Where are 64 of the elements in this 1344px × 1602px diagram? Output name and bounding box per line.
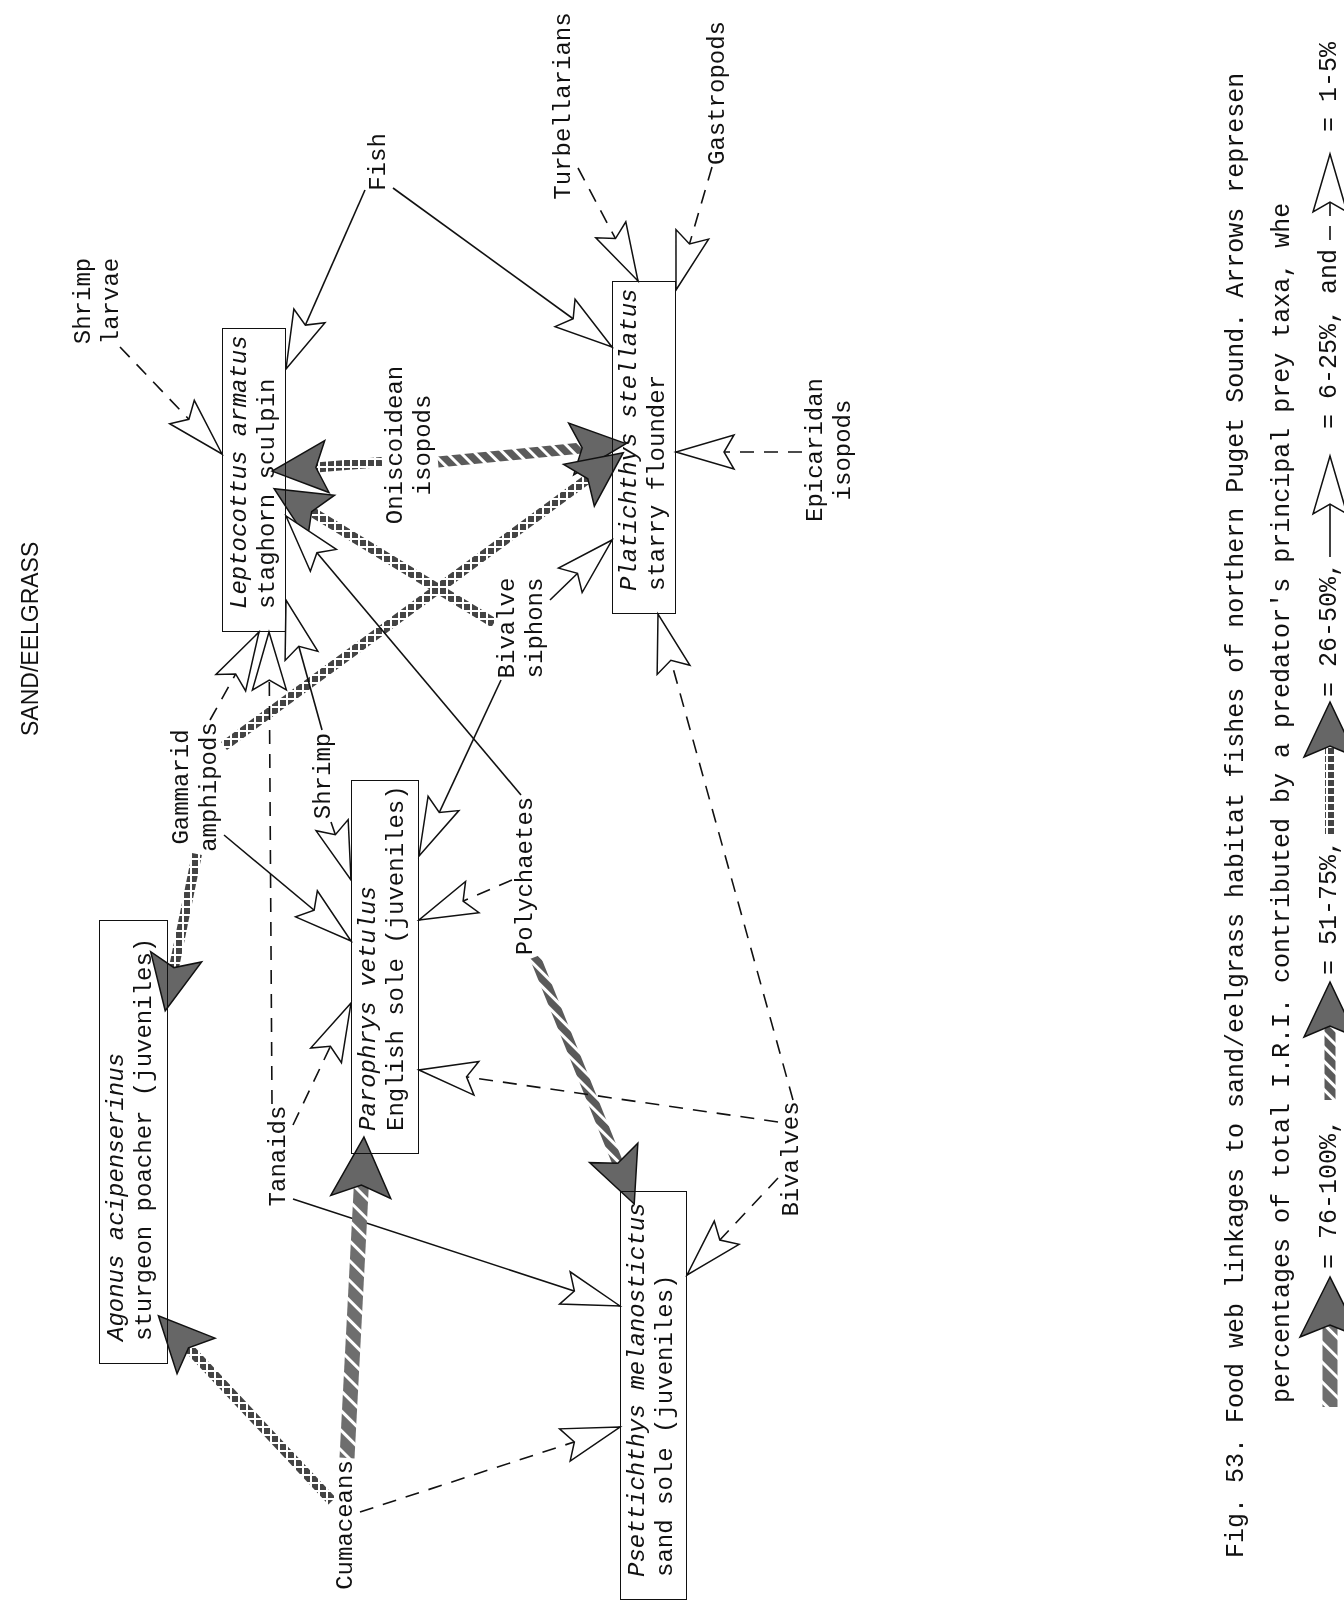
- arrow: [418, 679, 502, 857]
- common-name: sturgeon poacher (juveniles): [131, 936, 159, 1341]
- arrow: [271, 439, 383, 494]
- arrow: [549, 539, 613, 601]
- common-name: English sole (juveniles): [383, 785, 411, 1131]
- arrow: [221, 451, 625, 751]
- prey-label: Shrimp larvae: [70, 255, 126, 347]
- prey-label: Bivalve siphons: [494, 576, 550, 680]
- arrow: [315, 818, 352, 881]
- arrow: [209, 631, 260, 721]
- arrow: [686, 1177, 779, 1276]
- prey-label: Turbellarians: [550, 10, 578, 202]
- prey-label: Tanaids: [265, 1104, 293, 1208]
- arrow: [119, 346, 223, 455]
- arrow: [292, 1198, 621, 1307]
- arrow: [359, 1426, 621, 1513]
- scientific-name: Parophrys vetulus: [355, 885, 383, 1131]
- arrow: [285, 189, 366, 370]
- common-name: staghorn sculpin: [254, 377, 282, 609]
- arrow: [437, 422, 627, 476]
- arrow: [285, 515, 522, 796]
- prey-label: Gastropods: [704, 19, 732, 167]
- prey-label: Fish: [365, 132, 393, 192]
- legend-text: = 76-100%,: [1315, 1118, 1344, 1269]
- arrow: [529, 954, 639, 1205]
- arrow: [656, 613, 794, 1101]
- arrow: [284, 599, 323, 731]
- arrow: [675, 166, 713, 291]
- arrow: [675, 434, 803, 470]
- legend-text: = 26-50%,: [1315, 561, 1344, 697]
- arrow: [251, 631, 288, 1105]
- arrow: [292, 1002, 352, 1126]
- arrow: [418, 879, 513, 921]
- title: SAND/EELGRASS: [16, 541, 44, 736]
- scientific-name: Agonus acipenserinus: [103, 1051, 131, 1341]
- species-box: [620, 1191, 687, 1600]
- scientific-name: Psettichthys melanostictus: [624, 1201, 652, 1577]
- legend-text: = 6-25%,: [1315, 308, 1344, 429]
- arrow: [157, 1315, 336, 1505]
- arrow: [392, 187, 613, 348]
- prey-label: Polychaetes: [512, 795, 540, 957]
- arrow: [577, 167, 639, 282]
- scientific-name: Leptocottus armatus: [226, 334, 254, 609]
- species-box: [222, 328, 286, 632]
- common-name: starry flounder: [644, 373, 672, 591]
- prey-label: Epicaridan isopods: [802, 376, 858, 524]
- prey-label: Cumaceans: [332, 1458, 360, 1592]
- arrow: [149, 853, 203, 1012]
- legend-text: = 51-75%,: [1315, 839, 1344, 975]
- legend-text: = 1-5%: [1315, 42, 1344, 132]
- scientific-name: Platichthys stellatus: [616, 287, 644, 591]
- common-name: sand sole (juveniles): [652, 1273, 680, 1577]
- caption-text: and: [1315, 249, 1344, 294]
- arrow: [223, 834, 352, 942]
- prey-label: Oniscoidean isopods: [382, 364, 438, 526]
- arrow: [418, 1060, 779, 1123]
- caption: Fig. 53. Food web linkages to sand/eelgrass habitat fishes of northern Puget Sound. Arrows represen percentages of total I.R.I. contributed by a predator's principal prey taxa, whe: [1221, 71, 1298, 1558]
- species-box: [351, 780, 419, 1154]
- arrow: [273, 487, 497, 628]
- species-box: [99, 920, 168, 1364]
- prey-label: Gammarid amphipods: [168, 720, 224, 854]
- prey-label: Bivalves: [778, 1100, 806, 1218]
- species-box: [612, 281, 676, 614]
- prey-label: Shrimp: [310, 730, 338, 822]
